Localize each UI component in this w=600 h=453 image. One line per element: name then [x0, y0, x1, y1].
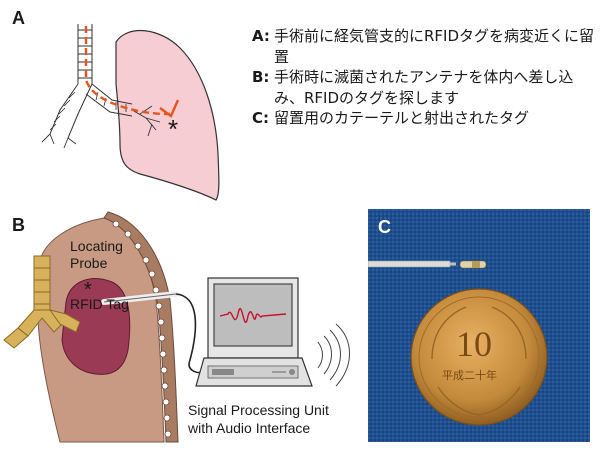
- coin: [410, 288, 548, 426]
- lung-outline: [115, 29, 220, 201]
- rfid-tag-label: RFID Tag: [70, 296, 129, 312]
- legend-text: 留置用のカテーテルと射出されたタグ: [274, 109, 530, 127]
- device-photo: [368, 209, 590, 442]
- probe-label-line2: Probe: [70, 255, 108, 271]
- signal-unit: [195, 277, 313, 387]
- catheter-path: [84, 26, 170, 116]
- probe-cable: [175, 293, 205, 374]
- bronchus: [3, 255, 81, 349]
- signal-unit-label-line1: Signal Processing Unit: [188, 402, 329, 418]
- rfid-tag-capsule: [459, 260, 487, 269]
- legend: A: 手術前に経気管支的にRFIDタグを病変近くに留置 B: 手術時に滅菌された…: [252, 26, 597, 129]
- catheter: [368, 260, 451, 268]
- coin-value: 10: [456, 324, 492, 364]
- panel-c-letter: C: [378, 217, 391, 237]
- legend-key: B:: [252, 68, 270, 86]
- legend-key: A:: [252, 27, 270, 45]
- legend-item: A: 手術前に経気管支的にRFIDタグを病変近くに留置: [252, 26, 597, 67]
- legend-text: 手術時に滅菌されたアンテナを体内へ差し込み、RFIDのタグを探します: [274, 68, 574, 107]
- lung-diagram: [41, 24, 220, 201]
- coin-text: 平成二十年: [442, 369, 497, 382]
- rib-holes: [112, 220, 172, 438]
- coin-wreath: [431, 306, 527, 416]
- panel-b-letter: B: [12, 215, 25, 235]
- signal-unit-label-line2: with Audio Interface: [188, 420, 311, 436]
- signal-wave: [219, 307, 287, 324]
- legend-text: 手術前に経気管支的にRFIDタグを病変近くに留置: [274, 27, 595, 66]
- legend-item: C: 留置用のカテーテルと射出されたタグ: [252, 108, 597, 129]
- legend-item: B: 手術時に滅菌されたアンテナを体内へ差し込み、RFIDのタグを探します: [252, 67, 597, 108]
- trachea: [41, 24, 161, 149]
- tag-asterisk: *: [84, 279, 92, 301]
- lesion-asterisk: *: [168, 114, 179, 144]
- probe-label-line1: Locating: [70, 238, 123, 254]
- sound-waves-icon: [317, 323, 350, 387]
- chest-diagram: [3, 211, 350, 443]
- photo-graphic: [368, 209, 590, 442]
- panel-a-letter: A: [12, 8, 25, 28]
- catheter-arrowhead: [159, 99, 180, 118]
- legend-key: C:: [252, 109, 270, 127]
